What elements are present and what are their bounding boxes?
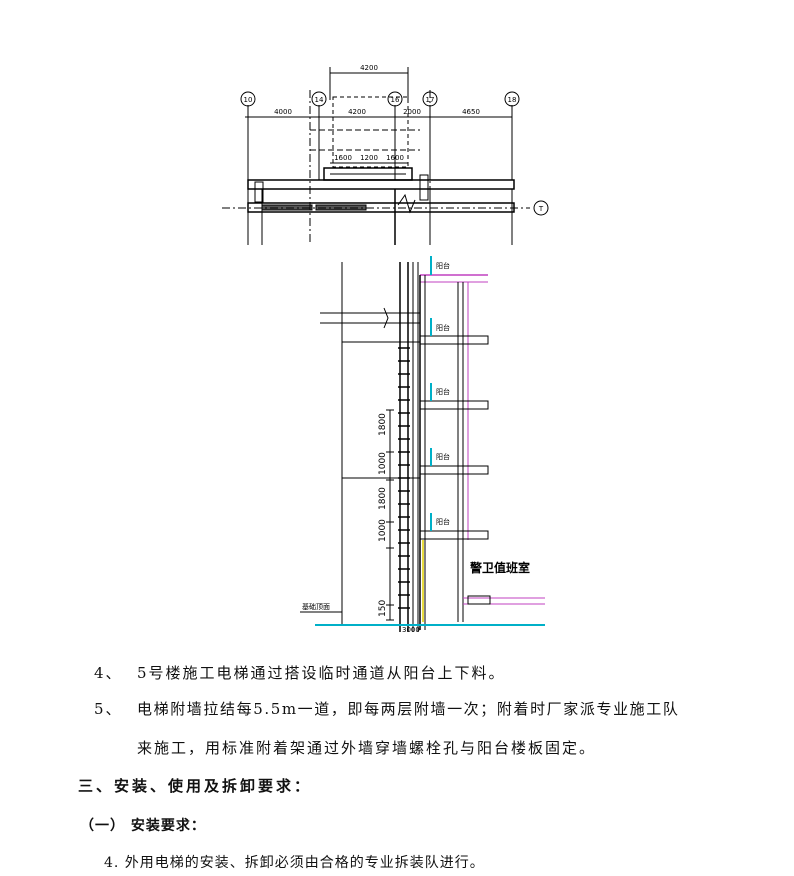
dim-label: 4000 xyxy=(274,108,292,116)
plan-labels: 10 14 16 17 18 T 4200 4000 4200 2000 465… xyxy=(244,64,544,213)
item-5: 5、 xyxy=(94,698,123,719)
requirement-4: 4. 外用电梯的安装、拆卸必须由合格的专业拆装队进行。 xyxy=(104,855,485,871)
grid-label: T xyxy=(538,205,544,213)
item-4-number: 4、 xyxy=(94,664,123,682)
dim-vertical: 150 xyxy=(378,600,388,617)
balcony-label: 阳台 xyxy=(436,452,450,461)
elevation-view xyxy=(300,256,545,632)
dim-label: 4200 xyxy=(360,64,378,72)
subsection-1-title: （一） 安装要求： xyxy=(80,818,206,834)
mast-rungs xyxy=(398,347,410,609)
plan-view xyxy=(222,67,549,245)
item-5-number: 5、 xyxy=(94,700,123,718)
dim-label: 4200 xyxy=(348,108,366,116)
bottom-dim: 3000 xyxy=(402,626,420,634)
item-5-text-line2: 来施工，用标准附着架通过外墙穿墙螺栓孔与阳台楼板固定。 xyxy=(137,739,597,757)
dim-vertical: 1800 xyxy=(378,487,388,510)
dim-label: 4650 xyxy=(462,108,480,116)
grid-label: 17 xyxy=(426,96,435,104)
section-3-title: 三、安装、使用及拆卸要求： xyxy=(78,777,313,795)
grid-label: 16 xyxy=(391,96,400,104)
dim-vertical: 1000 xyxy=(378,519,388,542)
dim-vertical: 1000 xyxy=(378,452,388,475)
balcony-label: 阳台 xyxy=(436,517,450,526)
item-5-text-line1: 电梯附墙拉结每5.5m一道，即每两层附墙一次；附着时厂家派专业施工队 xyxy=(137,700,680,718)
balcony-label: 阳台 xyxy=(436,323,450,332)
balcony-label: 阳台 xyxy=(436,387,450,396)
foundation-label: 基础顶面 xyxy=(302,602,330,611)
grid-label: 18 xyxy=(508,96,517,104)
grid-label: 14 xyxy=(315,96,324,104)
item-4-text: 5号楼施工电梯通过搭设临时通道从阳台上下料。 xyxy=(137,664,506,682)
guard-room-label: 警卫值班室 xyxy=(469,560,530,575)
dim-label: 1600 xyxy=(386,154,404,162)
grid-label: 10 xyxy=(244,96,253,104)
elevation-labels: 阳台 阳台 阳台 阳台 阳台 基础顶面 3000 1800 1000 1800 … xyxy=(302,261,530,634)
balcony-label: 阳台 xyxy=(436,261,450,270)
dim-label: 1600 xyxy=(334,154,352,162)
dim-label: 2000 xyxy=(403,108,421,116)
dim-ticks xyxy=(386,409,394,621)
dim-label: 1200 xyxy=(360,154,378,162)
dim-vertical: 1800 xyxy=(378,413,388,436)
elevator-drawing: 10 14 16 17 18 T 4200 4000 4200 2000 465… xyxy=(222,64,549,634)
item-4: 4、 xyxy=(94,662,123,683)
